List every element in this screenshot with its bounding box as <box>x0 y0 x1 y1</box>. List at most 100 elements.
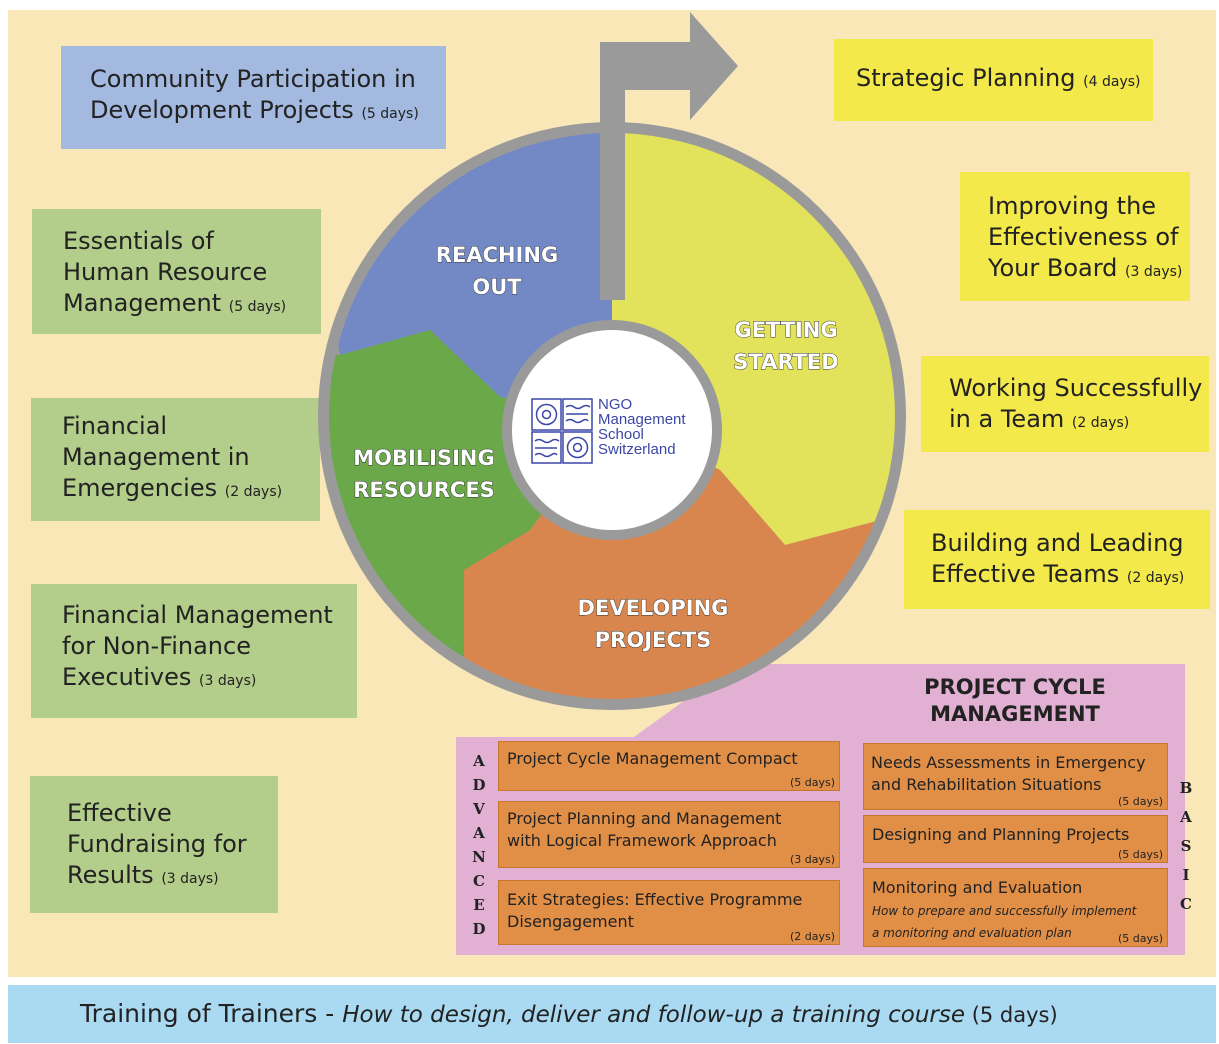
course-box-human-resource: Essentials of Human Resource Management … <box>32 209 321 334</box>
advanced-letter: D <box>472 920 486 938</box>
advanced-letter: N <box>472 848 486 866</box>
course-title-line: in a Team <box>949 405 1065 433</box>
segment-label-line: MOBILISING <box>353 446 495 470</box>
course-title-line: Executives <box>62 663 192 691</box>
basic-vertical-label: B A S I C <box>1176 774 1196 919</box>
course-title-line: Effectiveness of <box>988 223 1179 251</box>
course-box-fundraising: Effective Fundraising for Results (3 day… <box>30 776 278 913</box>
course-days: (5 days) <box>361 106 419 122</box>
course-title-line: Management <box>63 289 222 317</box>
basic-letter: A <box>1180 808 1192 826</box>
basic-letter: S <box>1180 837 1192 855</box>
course-subtitle-line: a monitoring and evaluation plan <box>872 926 1072 940</box>
course-days: (5 days) <box>789 776 835 789</box>
course-days: (2 days) <box>1126 570 1185 586</box>
logo-text-line: School <box>598 426 644 443</box>
course-box-building-teams: Building and Leading Effective Teams (2 … <box>904 510 1210 609</box>
course-title-line: Your Board <box>988 254 1118 282</box>
course-title-line: Effective <box>67 799 172 827</box>
course-days: (2 days) <box>789 930 835 943</box>
logo-text: NGO Management School Switzerland <box>598 397 686 457</box>
segment-label-line: RESOURCES <box>353 478 495 502</box>
course-title-line: Project Cycle Management Compact <box>507 749 798 768</box>
ngo-logo: NGO Management School Switzerland <box>530 397 720 467</box>
course-title-line: Project Planning and Management <box>507 809 782 828</box>
course-days: (3 days) <box>1125 264 1183 280</box>
advanced-vertical-label: A D V A N C E D <box>469 749 489 941</box>
course-subtitle-line: How to prepare and successfully implemen… <box>872 904 1137 918</box>
logo-text-line: NGO <box>598 396 633 413</box>
arrow-shaft <box>600 120 625 300</box>
bottom-title: Training of Trainers - <box>80 999 343 1028</box>
pcm-title-line: MANAGEMENT <box>930 702 1100 726</box>
advanced-letter: A <box>473 752 485 770</box>
course-title-line: Needs Assessments in Emergency <box>871 753 1146 772</box>
logo-text-line: Switzerland <box>598 441 676 458</box>
advanced-letter: D <box>472 776 486 794</box>
course-title-line: and Rehabilitation Situations <box>871 775 1102 794</box>
course-days: (4 days) <box>1083 74 1141 90</box>
advanced-letter: E <box>473 896 485 914</box>
course-title-line: Strategic Planning <box>856 64 1076 92</box>
course-title-line: Exit Strategies: Effective Programme <box>507 890 803 909</box>
basic-letter: I <box>1182 866 1190 884</box>
course-days: (5 days) <box>1117 848 1163 861</box>
advanced-letter: C <box>473 872 485 890</box>
logo-text-line: Management <box>598 411 686 428</box>
course-box-financial-non-finance: Financial Management for Non-Finance Exe… <box>31 584 357 718</box>
course-exit-strategies: Exit Strategies: Effective Programme Dis… <box>498 880 840 945</box>
course-title-line: Disengagement <box>507 912 634 931</box>
course-box-improving-board: Improving the Effectiveness of Your Boar… <box>960 172 1190 301</box>
course-days: (5 days) <box>228 299 287 315</box>
course-title-line: Results <box>67 861 154 889</box>
advanced-letter: V <box>473 800 485 818</box>
pcm-title: PROJECT CYCLE MANAGEMENT <box>865 674 1165 728</box>
course-pcm-compact: Project Cycle Management Compact (5 days… <box>498 741 840 791</box>
training-of-trainers-bar: Training of Trainers - How to design, de… <box>8 985 1216 1043</box>
wheel-center <box>512 330 712 530</box>
course-title-line: Improving the <box>988 192 1157 220</box>
basic-letter: C <box>1180 895 1192 913</box>
course-days: (2 days) <box>1071 415 1130 431</box>
course-days: (5 days) <box>1117 932 1163 945</box>
course-days: (3 days) <box>161 871 219 887</box>
course-title-line: Financial <box>62 412 168 440</box>
course-monitoring-evaluation: Monitoring and Evaluation How to prepare… <box>863 868 1168 947</box>
course-title-line: Monitoring and Evaluation <box>872 878 1083 897</box>
course-title-line: Emergencies <box>62 474 218 502</box>
course-days: (2 days) <box>224 484 283 500</box>
course-title-line: Building and Leading <box>931 529 1184 557</box>
course-days: (3 days) <box>789 853 835 866</box>
course-title-line: Designing and Planning Projects <box>872 825 1130 844</box>
course-title-line: Essentials of <box>63 227 214 255</box>
pcm-title-line: PROJECT CYCLE <box>924 675 1106 699</box>
course-title-line: Management in <box>62 443 250 471</box>
course-title-line: Development Projects <box>90 96 354 124</box>
logo-mark-icon <box>531 398 593 464</box>
course-box-working-team: Working Successfully in a Team (2 days) <box>921 356 1209 452</box>
course-title-line: with Logical Framework Approach <box>507 831 777 850</box>
course-needs-assessments: Needs Assessments in Emergency and Rehab… <box>863 743 1168 810</box>
bottom-subtitle: How to design, deliver and follow-up a t… <box>342 1002 966 1028</box>
segment-label-line: OUT <box>472 275 522 299</box>
advanced-letter: A <box>473 824 485 842</box>
segment-label-line: STARTED <box>733 350 838 374</box>
course-title-line: Community Participation in <box>90 65 416 93</box>
segment-label-line: REACHING <box>436 243 558 267</box>
segment-label-line: PROJECTS <box>595 628 711 652</box>
course-title-line: Financial Management <box>62 601 333 629</box>
course-title-line: Effective Teams <box>931 560 1120 588</box>
course-box-strategic-planning: Strategic Planning (4 days) <box>834 39 1153 121</box>
course-box-community-participation: Community Participation in Development P… <box>61 46 446 149</box>
course-title-line: Fundraising for <box>67 830 247 858</box>
bottom-days: (5 days) <box>965 1003 1058 1027</box>
course-title-line: Human Resource <box>63 258 268 286</box>
course-designing-projects: Designing and Planning Projects (5 days) <box>863 815 1168 863</box>
course-logframe: Project Planning and Management with Log… <box>498 801 840 868</box>
course-title-line: for Non-Finance <box>62 632 251 660</box>
course-box-financial-emergencies: Financial Management in Emergencies (2 d… <box>31 398 320 521</box>
course-days: (5 days) <box>1117 795 1163 808</box>
segment-label-line: DEVELOPING <box>578 596 729 620</box>
basic-letter: B <box>1179 779 1193 797</box>
